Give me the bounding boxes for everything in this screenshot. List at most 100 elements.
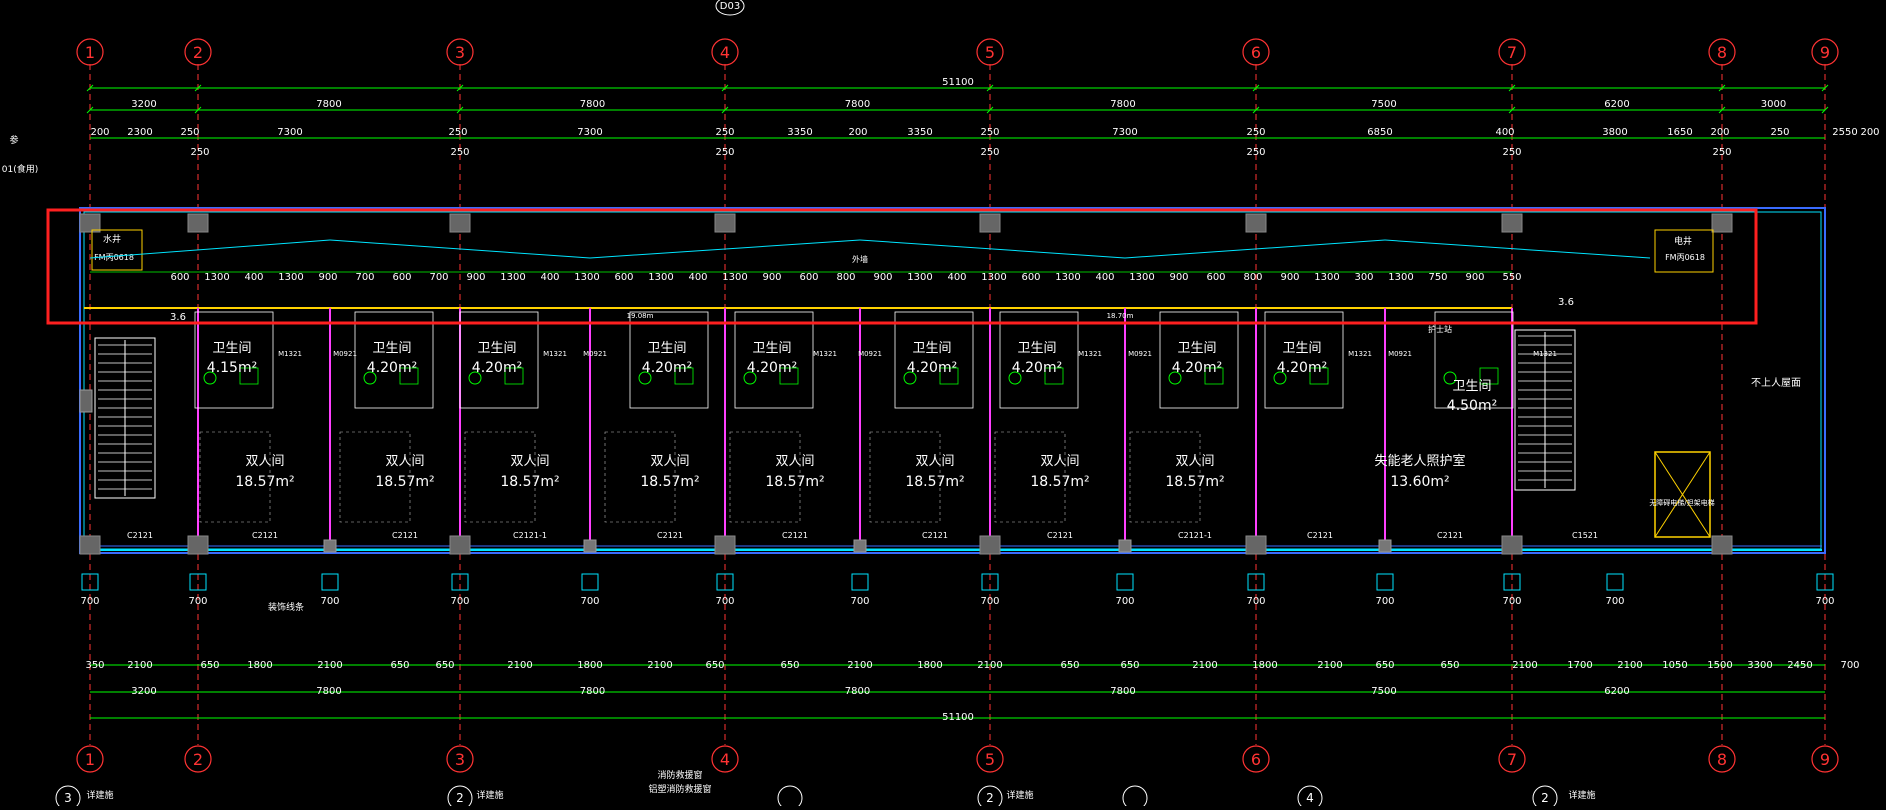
axis-number-top: 6: [1251, 43, 1261, 62]
dim-interior: 1300: [1129, 272, 1154, 283]
toilet-fixture: [203, 371, 217, 385]
dim-bottom-row2: 650: [780, 660, 799, 671]
bed-outline: [604, 431, 676, 523]
detail-note: 详建施: [1568, 789, 1595, 801]
dim-row2: 250: [980, 127, 999, 138]
dim-bottom-row2: 2100: [977, 660, 1002, 671]
bathroom-outline: [354, 311, 434, 409]
dim-row2: 6850: [1367, 127, 1392, 138]
column-small: [323, 539, 337, 553]
dim-700: 700: [188, 596, 207, 607]
dim-interior: 1300: [1314, 272, 1339, 283]
window-tag: C2121: [392, 531, 418, 540]
dim-interior: 400: [540, 272, 559, 283]
dim-bottom-row2: 650: [705, 660, 724, 671]
axis-bubble-bottom: [1708, 745, 1736, 773]
dim-interior: 900: [1169, 272, 1188, 283]
dim-bottom-row2: 650: [1375, 660, 1394, 671]
dim-tick: [86, 106, 94, 114]
toilet-fixture: [903, 371, 917, 385]
dim-interior: 1300: [722, 272, 747, 283]
dim-bottom-row2: 2100: [647, 660, 672, 671]
structural-column: [979, 213, 1001, 233]
dim-interior: 900: [466, 272, 485, 283]
door-tag: M1321: [1078, 350, 1102, 358]
axis-bubble-bottom: [184, 745, 212, 773]
detail-callout-number: 2: [986, 791, 994, 805]
column-small: [583, 539, 597, 553]
dim-row3: 250: [1502, 147, 1521, 158]
dim-bay-top: 3000: [1761, 99, 1786, 110]
room-area: 18.57m²: [500, 474, 559, 490]
gutter-box: [581, 573, 599, 591]
axis-number-bottom: 8: [1717, 750, 1727, 769]
dim-interior: 1300: [278, 272, 303, 283]
dim-row2: 200: [90, 127, 109, 138]
dim-tick: [721, 84, 729, 92]
structural-column: [187, 213, 209, 233]
dim-tick: [86, 84, 94, 92]
sink-fixture: [674, 367, 694, 385]
axis-bubble-top: [184, 38, 212, 66]
stair-right: [1514, 329, 1576, 491]
structural-column: [1245, 535, 1267, 555]
bathroom-outline: [1159, 311, 1239, 409]
dim-bottom-row2: 2100: [507, 660, 532, 671]
axis-number-top: 8: [1717, 43, 1727, 62]
column-small: [853, 539, 867, 553]
dim-bottom-row2: 2100: [1192, 660, 1217, 671]
sink-fixture: [1044, 367, 1064, 385]
dim-interior: 1300: [648, 272, 673, 283]
elevator-shaft: [1654, 451, 1711, 538]
bathroom-name: 卫生间: [477, 341, 516, 356]
room-name: 双人间: [650, 454, 689, 469]
top-tag-label: D03: [720, 1, 740, 12]
dim-700: 700: [715, 596, 734, 607]
top-tag-circle: [715, 0, 745, 16]
dim-tick: [194, 106, 202, 114]
dim-tick: [1718, 106, 1726, 114]
dim-700: 700: [1246, 596, 1265, 607]
shaft-right-label: 电井: [1674, 235, 1692, 247]
detail-callout: [1122, 785, 1148, 810]
dim-700: 700: [1115, 596, 1134, 607]
building-inner: [83, 211, 1822, 550]
room-area: 18.57m²: [905, 474, 964, 490]
dim-interior: 600: [1021, 272, 1040, 283]
dim-bottom-row2: 650: [1120, 660, 1139, 671]
door-tag: M0921: [583, 350, 607, 358]
stair-left: [94, 337, 156, 499]
axis-bubble-bottom: [76, 745, 104, 773]
dim-tick: [1252, 84, 1260, 92]
bed-outline: [464, 431, 536, 523]
dim-row2: 400: [1495, 127, 1514, 138]
sink-fixture: [939, 367, 959, 385]
bathroom-area: 4.15m²: [207, 360, 257, 376]
dim-bay-bottom: 7800: [580, 686, 605, 697]
window-tag: C2121: [922, 531, 948, 540]
dim-interior: 900: [1280, 272, 1299, 283]
dim-row2: 2300: [127, 127, 152, 138]
room-area: 18.57m²: [640, 474, 699, 490]
shaft-left: [91, 229, 143, 271]
level-left: 3.6: [170, 312, 186, 323]
roof-slope: [1384, 239, 1651, 259]
dim-interior: 800: [836, 272, 855, 283]
room-area: 18.57m²: [1165, 474, 1224, 490]
toilet-fixture: [638, 371, 652, 385]
axis-number-top: 9: [1820, 43, 1830, 62]
fire-window-note-2: 铝塑消防救援窗: [648, 783, 711, 795]
room-name: 失能老人照护室: [1374, 453, 1465, 469]
structural-column: [1711, 213, 1733, 233]
structural-column: [1245, 213, 1267, 233]
bathroom-name: 卫生间: [1177, 341, 1216, 356]
window-tag: C2121: [127, 531, 153, 540]
sink-fixture: [399, 367, 419, 385]
dim-interior: 800: [1243, 272, 1262, 283]
outer-wall-label: 外墙: [852, 254, 868, 264]
dim-bay-top: 3200: [131, 99, 156, 110]
bathroom-name: 卫生间: [912, 341, 951, 356]
dim-700: 700: [80, 596, 99, 607]
bathroom-outline: [1434, 311, 1514, 409]
